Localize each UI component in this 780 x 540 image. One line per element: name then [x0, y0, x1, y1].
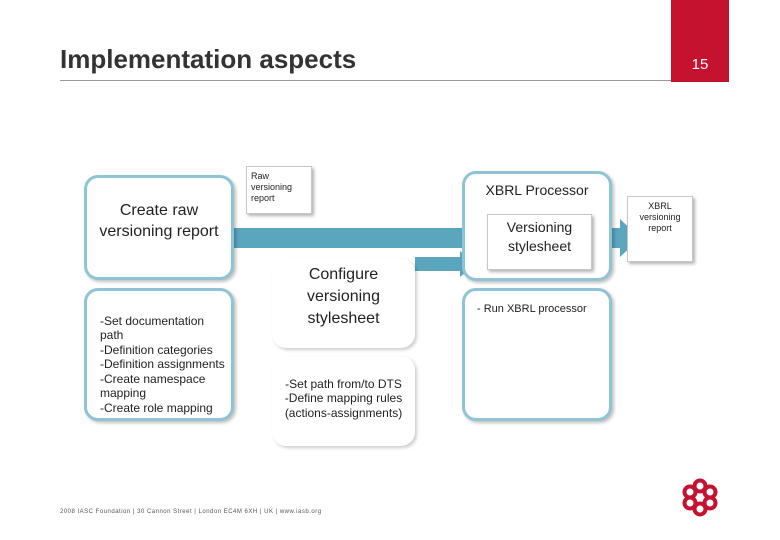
configure-stylesheet-label: Configure versioning stylesheet	[307, 266, 380, 327]
create-raw-report-steps-box: -Set documentation path -Definition cate…	[84, 288, 234, 421]
page-number: 15	[691, 56, 709, 73]
run-processor-label: - Run XBRL processor	[477, 303, 587, 315]
xbrl-processor-title: XBRL Processor	[485, 182, 589, 198]
versioning-stylesheet-label: Versioning stylesheet	[506, 219, 573, 254]
page-number-badge	[671, 0, 729, 82]
xbrl-versioning-report-label: XBRL versioning report	[639, 201, 681, 233]
run-processor-box: - Run XBRL processor	[462, 288, 612, 421]
stylesheet-arrow	[415, 251, 476, 277]
xbrl-versioning-report-doc: XBRL versioning report	[627, 196, 693, 262]
footer-text: 2008 IASC Foundation | 30 Cannon Street …	[60, 509, 322, 515]
iasb-flower-logo-icon	[682, 478, 718, 517]
raw-versioning-report-doc: Raw versioning report	[246, 166, 312, 214]
configure-stylesheet-steps-box: -Set path from/to DTS -Define mapping ru…	[272, 356, 415, 446]
title-divider	[60, 80, 700, 81]
configure-stylesheet-box: Configure versioning stylesheet	[272, 258, 415, 348]
slide-title: Implementation aspects	[60, 44, 357, 74]
versioning-stylesheet-doc: Versioning stylesheet	[487, 214, 592, 270]
create-raw-report-steps: -Set documentation path -Definition cate…	[100, 313, 225, 415]
create-raw-report-box: Create raw versioning report	[84, 175, 234, 280]
create-raw-report-label: Create raw versioning report	[99, 202, 219, 240]
raw-versioning-report-label: Raw versioning report	[251, 171, 293, 203]
configure-stylesheet-steps: -Set path from/to DTS -Define mapping ru…	[284, 376, 403, 420]
